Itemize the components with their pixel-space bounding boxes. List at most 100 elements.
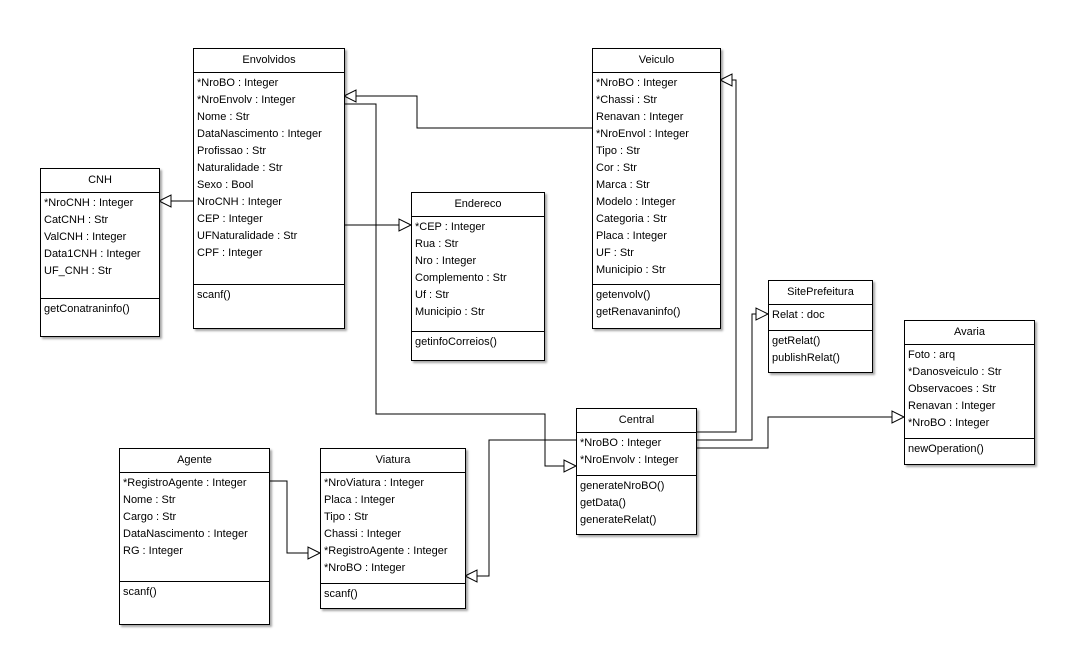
attribute: *Danosveiculo : Str	[908, 366, 1002, 378]
attribute: DataNascimento : Integer	[123, 528, 248, 540]
arrowhead-viatura-from-agente	[307, 546, 322, 560]
attribute: NroCNH : Integer	[197, 196, 282, 208]
method: generateNroBO()	[580, 480, 665, 492]
attributes-section: Relat : doc	[769, 305, 872, 331]
edge-envolvidos-central	[344, 103, 564, 467]
arrowhead-veiculo	[718, 73, 733, 87]
attribute: *RegistroAgente : Integer	[123, 477, 247, 489]
method: getConatraninfo()	[44, 303, 130, 315]
class-name: Veiculo	[593, 49, 720, 73]
attribute: Marca : Str	[596, 179, 650, 191]
method: getData()	[580, 497, 626, 509]
attribute: Cargo : Str	[123, 511, 177, 523]
attribute: UF : Str	[596, 247, 634, 259]
attribute: Profissao : Str	[197, 145, 267, 157]
methods-section: getConatraninfo()	[41, 299, 159, 318]
attribute: *RegistroAgente : Integer	[324, 545, 448, 557]
attribute: CPF : Integer	[197, 247, 263, 259]
class-name: Viatura	[321, 449, 465, 473]
attribute: Rua : Str	[415, 238, 459, 250]
attribute: *NroBO : Integer	[908, 417, 990, 429]
methods-section: scanf()	[194, 285, 344, 304]
methods-section: generateNroBO()getData()generateRelat()	[577, 476, 696, 529]
method: getRelat()	[772, 335, 821, 347]
attribute: Nome : Str	[123, 494, 176, 506]
attribute: *NroBO : Integer	[197, 77, 279, 89]
attribute: DataNascimento : Integer	[197, 128, 322, 140]
arrowhead-central	[563, 459, 578, 473]
edge-central-avaria	[696, 416, 892, 449]
class-central[interactable]: Central*NroBO : Integer*NroEnvolv : Inte…	[576, 408, 697, 535]
attribute: Chassi : Integer	[324, 528, 402, 540]
attribute: UFNaturalidade : Str	[197, 230, 298, 242]
arrowhead-cnh	[157, 194, 172, 208]
class-name: Endereco	[412, 193, 544, 217]
attribute: *NroEnvolv : Integer	[197, 94, 296, 106]
attribute: *NroBO : Integer	[580, 437, 662, 449]
arrowhead-viatura-from-central	[463, 569, 478, 583]
attribute: Municipio : Str	[415, 306, 485, 318]
arrowhead-siteprefeitura	[755, 307, 770, 321]
class-name: Envolvidos	[194, 49, 344, 73]
attributes-section: *NroBO : Integer *NroEnvolv : Integer	[577, 433, 696, 476]
attribute: Observacoes : Str	[908, 383, 997, 395]
edge-agente-viatura	[269, 480, 308, 554]
edge-central-veiculo	[696, 79, 737, 433]
arrowhead-envolvidos	[342, 89, 357, 103]
class-envolvidos[interactable]: Envolvidos *NroBO : Integer *NroEnvolv : I…	[193, 48, 345, 329]
attribute: Cor : Str	[596, 162, 637, 174]
attribute: *NroBO : Integer	[324, 562, 406, 574]
attribute: *NroViatura : Integer	[324, 477, 425, 489]
edge-central-siteprefeitura	[696, 313, 756, 441]
arrowhead-endereco	[398, 218, 413, 232]
class-name: Agente	[120, 449, 269, 473]
attribute: *Chassi : Str	[596, 94, 658, 106]
edge-veiculo-envolvidos	[356, 95, 592, 129]
attribute: Municipio : Str	[596, 264, 666, 276]
attribute: Placa : Integer	[596, 230, 667, 242]
edge-central-viatura	[477, 439, 576, 577]
class-name: SitePrefeitura	[769, 281, 872, 305]
method: scanf()	[123, 586, 157, 598]
methods-section: newOperation()	[905, 439, 1034, 458]
attribute: UF_CNH : Str	[44, 265, 112, 277]
methods-section: scanf()	[120, 582, 269, 601]
method: scanf()	[197, 289, 231, 301]
methods-section: getinfoCorreios()	[412, 332, 544, 351]
attribute: RG : Integer	[123, 545, 183, 557]
attribute: *NroEnvol : Integer	[596, 128, 689, 140]
attribute: Uf : Str	[415, 289, 450, 301]
attribute: Naturalidade : Str	[197, 162, 283, 174]
method: getinfoCorreios()	[415, 336, 497, 348]
method: publishRelat()	[772, 352, 840, 364]
attribute: Renavan : Integer	[596, 111, 684, 123]
attribute: ValCNH : Integer	[44, 231, 127, 243]
arrowhead-avaria	[891, 410, 906, 424]
attribute: *NroEnvolv : Integer	[580, 454, 679, 466]
attribute: Complemento : Str	[415, 272, 507, 284]
attribute: *NroCNH : Integer	[44, 197, 134, 209]
method: newOperation()	[908, 443, 984, 455]
attribute: Relat : doc	[772, 309, 825, 321]
class-name: Avaria	[905, 321, 1034, 345]
method: scanf()	[324, 588, 358, 600]
attribute: Renavan : Integer	[908, 400, 996, 412]
attribute: *CEP : Integer	[415, 221, 486, 233]
attribute: *NroBO : Integer	[596, 77, 678, 89]
attribute: Categoria : Str	[596, 213, 667, 225]
attribute: Tipo : Str	[596, 145, 641, 157]
